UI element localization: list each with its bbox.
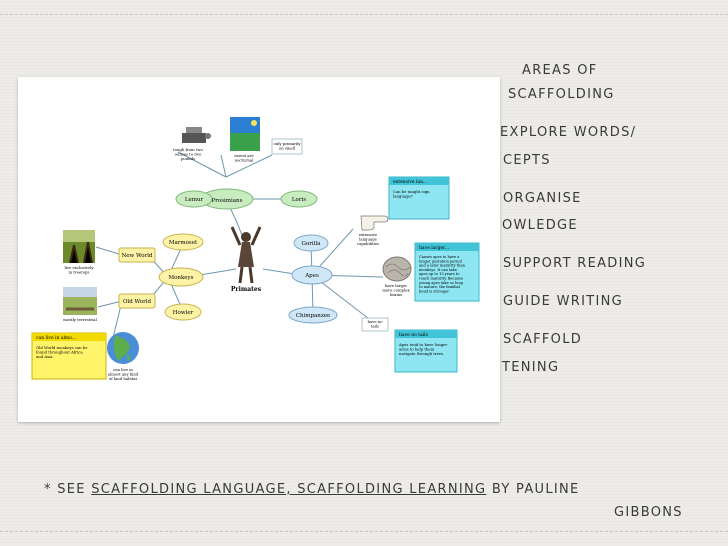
card-no-tails-title: have no tails — [399, 332, 429, 338]
footer-author-last: GIBBONS — [614, 505, 683, 520]
node-howler-label: Howler — [173, 310, 194, 316]
node-howler — [164, 303, 202, 321]
node-monkeys-label: Monkeys — [168, 275, 193, 281]
item-scaffold-line1: SCAFFOLD — [503, 332, 583, 347]
pointing-hand-icon — [360, 215, 389, 231]
node-old-world-label: Old World — [123, 299, 152, 305]
globe-icon — [107, 332, 139, 364]
card-larger-brains-title: have larger... — [419, 245, 450, 251]
node-marmoset — [162, 233, 204, 251]
node-gorilla-label: Gorilla — [302, 241, 322, 247]
card-no-tails-header — [395, 330, 457, 338]
item-support-reading: SUPPORT READING — [503, 256, 647, 271]
footer-prefix: * SEE — [44, 482, 92, 497]
item-guide-writing: GUIDE WRITING — [503, 294, 623, 309]
node-apes-label: Apes — [304, 273, 319, 279]
note-terrestrial: mostly terrestrial — [63, 317, 97, 322]
tarsier-machine-icon — [182, 127, 211, 143]
bottom-divider — [0, 531, 728, 532]
node-new-world — [118, 247, 156, 263]
node-primates-label: Primates — [231, 286, 262, 293]
node-monkeys — [158, 267, 204, 287]
item-scaffold-line2: TENING — [502, 360, 560, 375]
map-connectors — [95, 151, 384, 343]
primate-figure-icon — [230, 226, 262, 284]
node-marmoset-label: Marmoset — [169, 240, 198, 246]
node-loris — [280, 190, 318, 208]
treetops-photo — [63, 230, 95, 264]
node-lemur-label: Lemur — [185, 197, 204, 203]
brain-icon — [382, 256, 412, 282]
node-chimpanzee-label: Chimpanzee — [296, 313, 330, 319]
slide-heading-line1: AREAS OF — [522, 63, 598, 78]
node-new-world-label: New World — [121, 253, 153, 259]
footer-by: BY PAULINE — [486, 482, 580, 497]
card-can-live-in-title: can live in almo... — [36, 335, 77, 341]
card-extensive-language-title: extensive lan... — [393, 179, 428, 185]
landscape-photo — [230, 117, 260, 151]
node-chimpanzee — [288, 306, 338, 324]
node-prosimians-label: Prosimians — [212, 198, 243, 204]
node-loris-label: Loris — [292, 197, 306, 203]
terrestrial-photo — [63, 287, 97, 315]
card-larger-brains-header — [415, 243, 479, 251]
card-extensive-language-header — [389, 177, 449, 185]
slide-heading-line2: SCAFFOLDING — [508, 87, 615, 102]
item-organise-line1: ORGANISE — [503, 191, 582, 206]
node-apes — [291, 265, 333, 285]
footer-book-title: SCAFFOLDING LANGUAGE, SCAFFOLDING LEARNI… — [91, 482, 487, 497]
note-nocturnal-box — [271, 138, 303, 155]
item-explore-line1: EXPLORE WORDS/ — [500, 125, 637, 140]
footer-citation: * SEE SCAFFOLDING LANGUAGE, SCAFFOLDING … — [44, 482, 580, 497]
note-tails-box — [361, 317, 389, 332]
card-can-live-in-header — [32, 333, 106, 341]
node-gorilla — [293, 234, 329, 252]
top-divider — [0, 14, 728, 15]
card-larger-brains — [414, 242, 480, 302]
item-organise-line2: OWLEDGE — [502, 218, 578, 233]
node-lemur — [175, 190, 213, 208]
node-old-world — [118, 293, 156, 309]
item-explore-line2: CEPTS — [503, 153, 551, 168]
